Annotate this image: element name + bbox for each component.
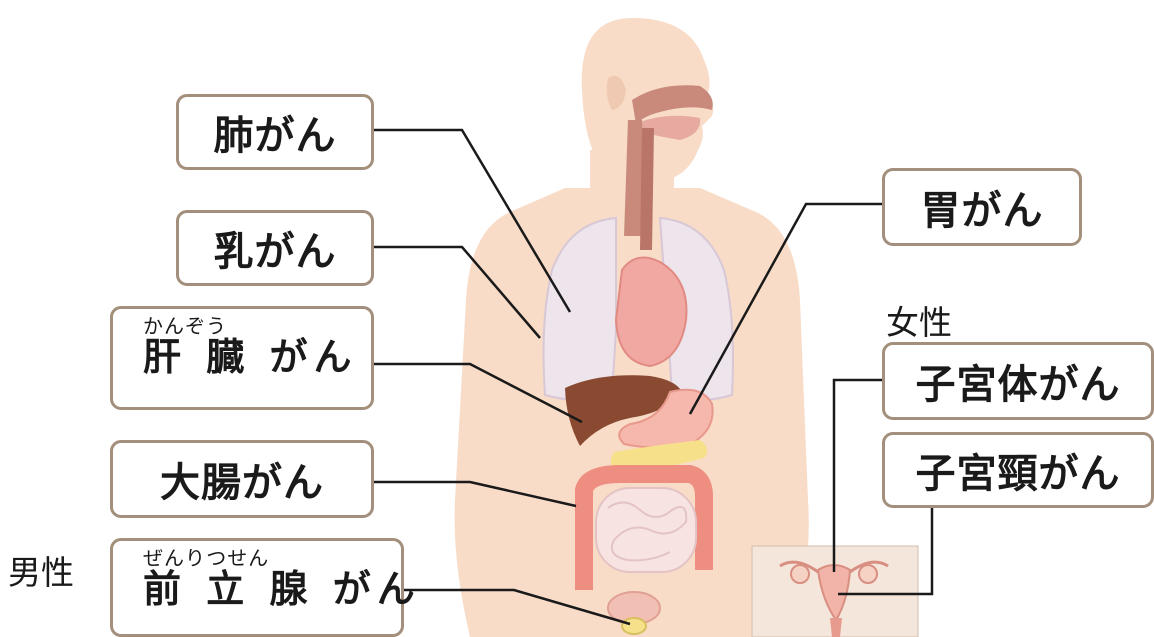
label-uterine-body-cancer-text: 子宮体がん — [916, 352, 1121, 410]
ovary-left — [791, 565, 809, 583]
leader-uterine-body — [834, 380, 882, 572]
label-breast-cancer: 乳がん — [176, 210, 374, 286]
label-prostate-cancer-text: 前 立 腺 がん — [143, 569, 421, 609]
label-lung-cancer-text: 肺がん — [214, 103, 337, 161]
label-cervical-cancer-text: 子宮頸がん — [916, 441, 1121, 499]
label-breast-cancer-text: 乳がん — [214, 219, 337, 277]
label-colon-cancer: 大腸がん — [110, 440, 374, 518]
label-liver-reading: かんぞう — [143, 315, 227, 337]
label-prostate-cancer: ぜんりつせん 前 立 腺 がん — [110, 538, 404, 637]
prostate — [622, 618, 646, 634]
ovary-right — [859, 565, 877, 583]
label-colon-cancer-text: 大腸がん — [160, 450, 324, 508]
small-intestine — [596, 488, 696, 572]
label-liver-cancer: かんぞう 肝 臓 がん — [110, 306, 374, 410]
esophagus — [640, 128, 654, 250]
label-liver-cancer-text: 肝 臓 がん — [143, 337, 357, 377]
label-lung-cancer: 肺がん — [176, 94, 374, 170]
group-label-male: 男性 — [8, 546, 74, 594]
label-stomach-cancer-text: 胃がん — [921, 178, 1044, 236]
cervix — [830, 618, 842, 637]
group-label-female: 女性 — [886, 296, 952, 344]
label-stomach-cancer: 胃がん — [882, 168, 1082, 246]
label-cervical-cancer: 子宮頸がん — [882, 432, 1154, 508]
label-prostate-reading: ぜんりつせん — [143, 547, 269, 569]
label-uterine-body-cancer: 子宮体がん — [882, 342, 1154, 420]
